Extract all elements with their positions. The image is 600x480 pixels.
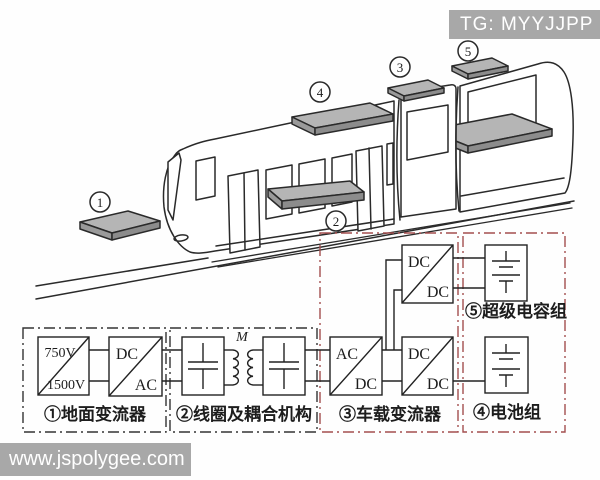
callout-5-number: 5 bbox=[465, 44, 472, 59]
callout-5: 5 bbox=[457, 40, 479, 62]
roof-pad-3 bbox=[387, 79, 445, 102]
callout-3: 3 bbox=[389, 56, 411, 78]
dc-dc-aux-box: DC DC bbox=[401, 244, 454, 304]
callout-1: 1 bbox=[89, 191, 111, 213]
section3-border bbox=[319, 232, 459, 433]
callout-1-number: 1 bbox=[97, 195, 104, 210]
watermark-site-text: www.jspolygee.com bbox=[9, 448, 185, 470]
callout-4: 4 bbox=[309, 81, 331, 103]
callouts: 1 2 3 4 5 bbox=[89, 40, 479, 232]
dcdc-aux-top-label: DC bbox=[408, 254, 430, 271]
callout-4-number: 4 bbox=[317, 85, 324, 100]
window bbox=[386, 142, 394, 186]
bellows-line bbox=[455, 86, 460, 212]
windshield bbox=[167, 152, 182, 221]
ground-pad-1 bbox=[79, 210, 161, 241]
roof-pad-4 bbox=[291, 102, 394, 136]
skirt-line bbox=[215, 218, 395, 247]
section2-border bbox=[169, 327, 318, 433]
source-top-label: 750V bbox=[44, 346, 75, 361]
supercap-box bbox=[484, 244, 528, 302]
dcac-bottom-label: AC bbox=[135, 377, 157, 394]
section-labels: ①地面变流器 ②线圈及耦合机构 ③车载变流器 ④电池组 ⑤超级电容组 bbox=[44, 301, 567, 424]
mutual-inductance-label: M bbox=[235, 330, 249, 345]
dc-ac-converter-box: DC AC bbox=[108, 336, 163, 397]
dcdc-main-top-label: DC bbox=[408, 346, 430, 363]
roof-pad-5 bbox=[451, 57, 509, 80]
capacitor-symbol bbox=[269, 343, 299, 389]
aux-riser-2 bbox=[393, 289, 402, 350]
callout-3-number: 3 bbox=[397, 60, 404, 75]
source-bottom-label: 1500V bbox=[47, 378, 85, 393]
watermark-tg-text: TG: MYYJJPP bbox=[460, 13, 594, 35]
capacitor-symbol bbox=[188, 343, 218, 389]
secondary-coil bbox=[247, 349, 254, 386]
dc-dc-main-box: DC DC bbox=[401, 336, 454, 396]
circuit-diagram: 750V 1500V DC AC M A bbox=[22, 232, 567, 433]
section2-label: ②线圈及耦合机构 bbox=[176, 404, 312, 424]
section3-label: ③车载变流器 bbox=[339, 404, 442, 424]
tram-middle-module bbox=[396, 84, 460, 221]
pickup-pad-2 bbox=[267, 180, 365, 210]
supercap-symbol bbox=[492, 251, 520, 293]
watermark-site-badge: www.jspolygee.com bbox=[0, 443, 191, 476]
watermark-tg-badge: TG: MYYJJPP bbox=[449, 10, 600, 39]
ac-dc-converter-box: AC DC bbox=[329, 336, 383, 396]
battery-symbol bbox=[492, 344, 520, 387]
wires bbox=[89, 257, 485, 386]
primary-coil bbox=[232, 349, 239, 386]
aux-riser-1 bbox=[385, 259, 402, 350]
acdc-top-label: AC bbox=[336, 346, 358, 363]
headlight bbox=[173, 234, 189, 242]
dcdc-aux-bottom-label: DC bbox=[427, 284, 449, 301]
secondary-cap-box bbox=[262, 336, 306, 396]
acdc-bottom-label: DC bbox=[355, 376, 377, 393]
source-box: 750V 1500V bbox=[37, 336, 90, 396]
callout-2-number: 2 bbox=[333, 214, 340, 229]
bellows-line bbox=[396, 99, 401, 221]
battery-label: ④电池组 bbox=[473, 402, 541, 422]
supercap-label: ⑤超级电容组 bbox=[465, 301, 567, 321]
transformer: M bbox=[232, 330, 254, 386]
callout-2: 2 bbox=[325, 210, 347, 232]
section1-label: ①地面变流器 bbox=[44, 404, 147, 424]
dcac-top-label: DC bbox=[116, 346, 138, 363]
dcdc-main-bottom-label: DC bbox=[427, 376, 449, 393]
battery-box bbox=[484, 336, 529, 394]
cab-side-window bbox=[195, 156, 216, 201]
primary-cap-box bbox=[181, 336, 225, 396]
module-window bbox=[406, 104, 449, 161]
section4-border bbox=[462, 232, 566, 433]
section1-border bbox=[22, 327, 167, 433]
tram-illustration: 1 2 3 4 5 bbox=[35, 40, 575, 300]
